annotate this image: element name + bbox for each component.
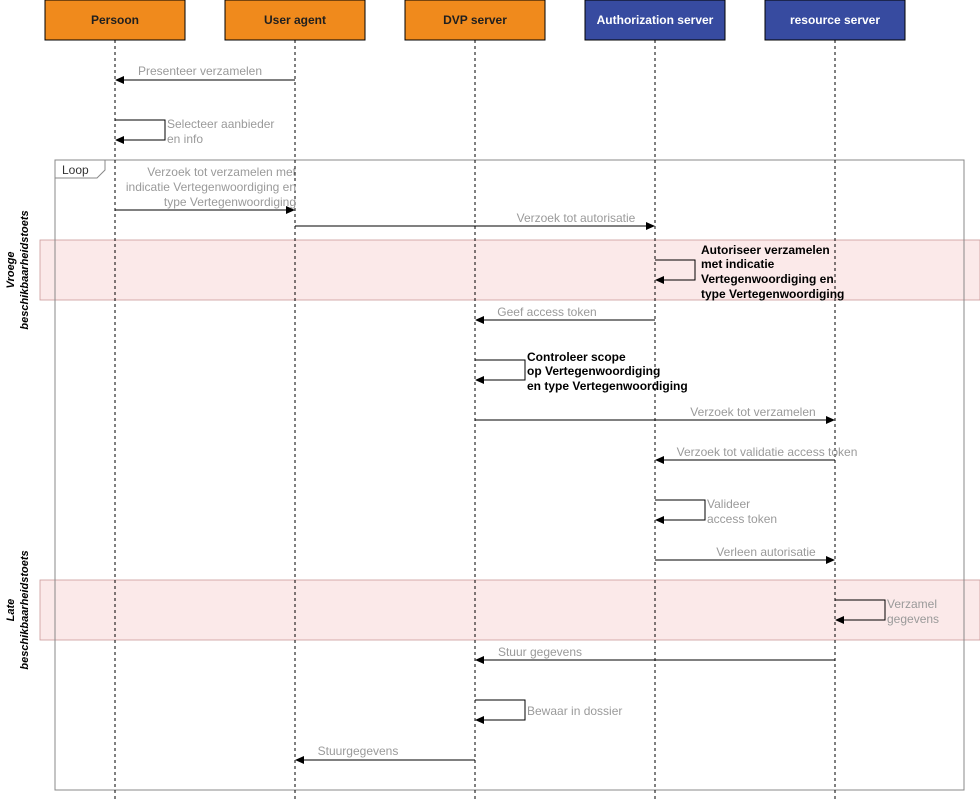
message-bewaar-in-dossier: Bewaar in dossier xyxy=(475,699,622,724)
message-label-line-2: access token xyxy=(707,512,777,526)
band-label-vroege: Vroege beschikbaarheidstoets xyxy=(5,210,31,329)
band-label-late: Late beschikbaarheidstoets xyxy=(5,550,31,669)
actor-dvp-box xyxy=(404,0,546,41)
actor-persoon-label: Persoon xyxy=(91,13,139,27)
actor-useragent-box xyxy=(224,0,366,41)
message-stuurgegevens: Stuurgegevens xyxy=(295,744,475,764)
message-label: Verzoek tot validatie access token xyxy=(677,445,858,459)
loop-label-tab xyxy=(54,159,106,179)
message-verzoek-tot-verzamelen-met-indicatie: Verzoek tot verzamelen met indicatie Ver… xyxy=(115,165,297,214)
band-late-line-1: Late xyxy=(5,599,17,622)
message-label-line-3: Vertegenwoordiging en xyxy=(701,272,834,286)
message-label: Bewaar in dossier xyxy=(527,704,622,718)
actor-useragent: User agent xyxy=(224,0,366,41)
loop-frame xyxy=(54,159,965,791)
message-label: Verzoek tot autorisatie xyxy=(517,211,636,225)
message-label-line-1: Autoriseer verzamelen xyxy=(701,243,830,257)
message-label-line-3: type Vertegenwoordiging xyxy=(164,195,296,209)
actor-persoon: Persoon xyxy=(44,0,186,41)
band-vroege-line-1: Vroege xyxy=(5,251,17,288)
message-label: Verleen autorisatie xyxy=(716,545,816,559)
message-autoriseer-verzamelen: Autoriseer verzamelen met indicatie Vert… xyxy=(655,243,844,301)
message-verzoek-tot-verzamelen: Verzoek tot verzamelen xyxy=(475,405,835,424)
message-label-line-1: Controleer scope xyxy=(527,350,626,364)
message-verzoek-tot-validatie-access-token: Verzoek tot validatie access token xyxy=(655,445,858,464)
message-verzamel-gegevens: Verzamel gegevens xyxy=(835,597,939,626)
message-controleer-scope: Controleer scope op Vertegenwoordiging e… xyxy=(475,350,688,393)
message-verleen-autorisatie: Verleen autorisatie xyxy=(655,545,835,564)
message-label: Geef access token xyxy=(497,305,596,319)
message-label: Stuurgegevens xyxy=(318,744,399,758)
message-label: Stuur gegevens xyxy=(498,645,582,659)
self-arrow xyxy=(475,699,526,724)
message-label-line-1: Verzoek tot verzamelen met xyxy=(147,165,296,179)
self-arrow xyxy=(655,259,696,284)
message-label-line-4: type Vertegenwoordiging xyxy=(701,287,844,301)
message-verzoek-tot-autorisatie: Verzoek tot autorisatie xyxy=(295,211,655,230)
actor-authz: Authorization server xyxy=(584,0,726,41)
message-valideer-access-token: Valideer access token xyxy=(655,497,777,526)
actor-dvp-label: DVP server xyxy=(443,13,507,27)
self-arrow xyxy=(835,599,886,624)
message-label-line-2: met indicatie xyxy=(701,257,775,271)
self-arrow xyxy=(655,499,706,524)
actor-resource-box xyxy=(764,0,906,41)
band-vroege xyxy=(39,239,980,301)
self-arrow xyxy=(475,359,526,384)
message-label-line-1: Valideer xyxy=(707,497,750,511)
message-label-line-2: en info xyxy=(167,132,203,146)
actor-useragent-label: User agent xyxy=(264,13,326,27)
self-arrow xyxy=(115,119,166,144)
actor-authz-label: Authorization server xyxy=(597,13,714,27)
actor-resource: resource server xyxy=(764,0,906,41)
message-label-line-2: op Vertegenwoordiging xyxy=(527,364,660,378)
actor-resource-label: resource server xyxy=(790,13,880,27)
band-vroege-line-2: beschikbaarheidstoets xyxy=(19,210,31,329)
actor-persoon-box xyxy=(44,0,186,41)
message-label: Presenteer verzamelen xyxy=(138,64,262,78)
message-label-line-2: indicatie Vertegenwoordiging en xyxy=(126,180,296,194)
message-geef-access-token: Geef access token xyxy=(475,305,655,324)
message-label-line-1: Selecteer aanbieder xyxy=(167,117,274,131)
message-label-line-1: Verzamel xyxy=(887,597,937,611)
band-late-line-2: beschikbaarheidstoets xyxy=(19,550,31,669)
loop-label: Loop xyxy=(62,163,89,177)
actor-authz-box xyxy=(584,0,726,41)
message-presenteer-verzamelen: Presenteer verzamelen xyxy=(115,64,295,84)
message-label: Verzoek tot verzamelen xyxy=(690,405,815,419)
message-label-line-3: en type Vertegenwoordiging xyxy=(527,379,688,393)
message-stuur-gegevens: Stuur gegevens xyxy=(475,645,835,664)
message-selecteer-aanbieder: Selecteer aanbieder en info xyxy=(115,117,274,146)
band-late xyxy=(39,579,980,641)
actor-dvp: DVP server xyxy=(404,0,546,41)
message-label-line-2: gegevens xyxy=(887,612,939,626)
